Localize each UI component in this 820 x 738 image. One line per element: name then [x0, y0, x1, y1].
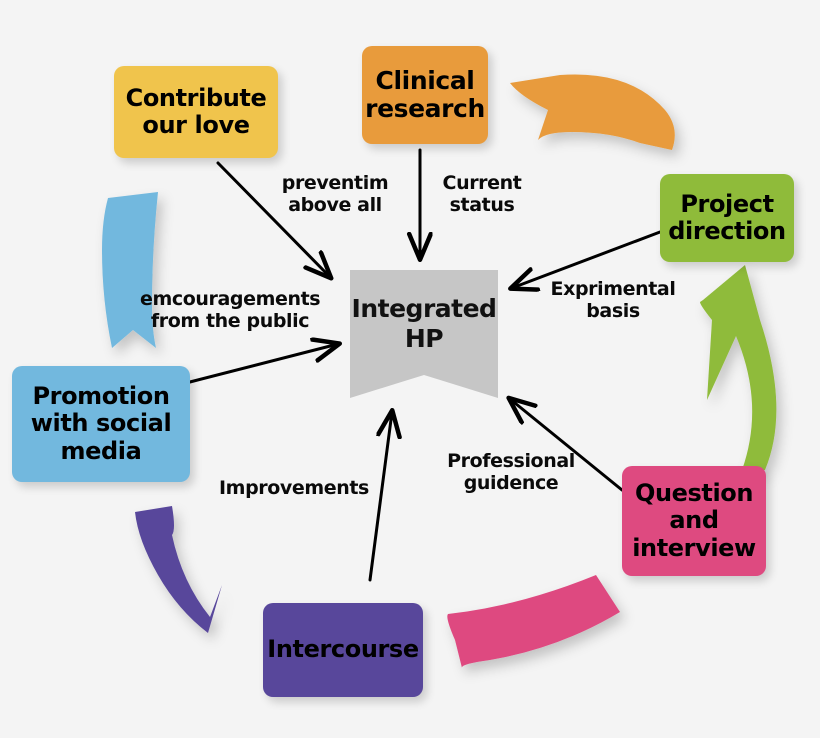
node-project-direction[interactable]: Project direction [660, 174, 794, 262]
node-contribute-our-love[interactable]: Contribute our love [114, 66, 278, 158]
purple-curved-arrow [135, 506, 222, 633]
node-clinical-research[interactable]: Clinical research [362, 46, 488, 144]
center-node-label: Integrated HP [351, 294, 497, 353]
edge-label-improvements: Improvements [219, 477, 369, 499]
green-curved-arrow [700, 265, 777, 470]
node-question-and-interview[interactable]: Question and interview [622, 466, 766, 576]
node-promotion-with-social-media-label: Promotion with social media [30, 381, 172, 465]
node-question-and-interview-label: Question and interview [632, 478, 756, 562]
connector-contribute-to-center [216, 161, 330, 277]
node-contribute-our-love-label: Contribute our love [125, 83, 267, 139]
edge-label-current-status: Current status [442, 172, 522, 217]
node-clinical-research-label: Clinical research [365, 65, 485, 123]
edge-label-professional-guidence: Professional guidence [447, 450, 575, 495]
connector-intercourse-to-center [368, 412, 392, 582]
pink-curved-arrow [447, 575, 620, 668]
node-project-direction-label: Project direction [668, 189, 786, 245]
connector-promotion-to-center [184, 344, 338, 385]
node-intercourse[interactable]: Intercourse [263, 603, 423, 697]
connector-project-to-center [512, 230, 662, 288]
node-intercourse-label: Intercourse [267, 635, 419, 664]
blue-curved-arrow [102, 192, 158, 348]
connector-question-to-center [510, 399, 624, 492]
orange-curved-arrow [510, 74, 675, 150]
edge-label-exprimental-basis: Exprimental basis [550, 278, 676, 323]
edge-label-emcouragements-from-the-public: emcouragements from the public [140, 288, 321, 333]
node-promotion-with-social-media[interactable]: Promotion with social media [12, 366, 190, 482]
edge-label-preventim-above-all: preventim above all [281, 172, 389, 217]
